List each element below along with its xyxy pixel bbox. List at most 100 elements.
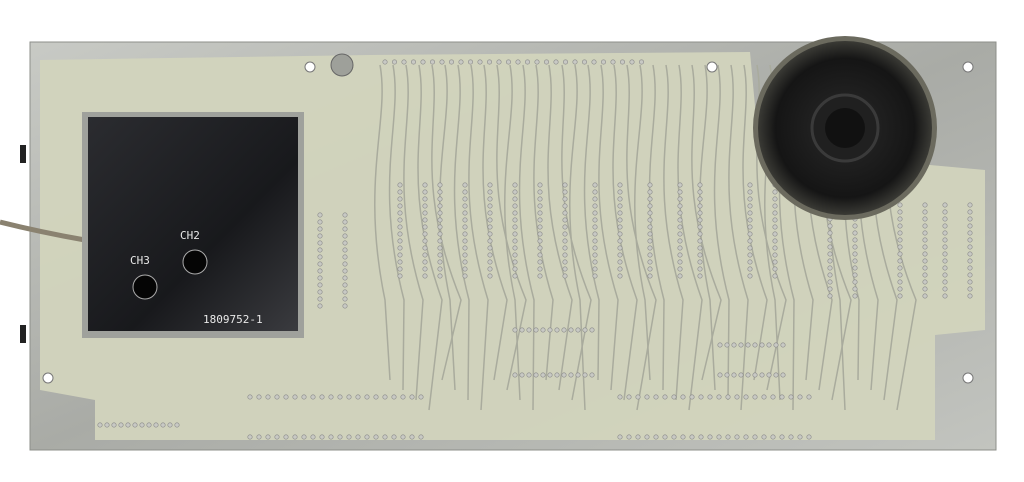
solder-pad [638,59,644,65]
solder-pad [422,224,428,230]
solder-pad [942,237,948,243]
solder-pad [922,258,928,264]
solder-pad [827,293,833,299]
solder-pad [562,182,568,188]
solder-pad [772,217,778,223]
solder-pad [779,434,785,440]
solder-pad [697,224,703,230]
solder-pad [967,279,973,285]
solder-pad [680,394,686,400]
solder-pad [747,203,753,209]
solder-pad [317,247,323,253]
solder-pad [852,251,858,257]
trace [374,64,391,381]
solder-pad [647,210,653,216]
solder-pad [852,223,858,229]
solder-pad [562,252,568,258]
solder-pad [512,266,518,272]
solder-pad [292,394,298,400]
solder-pad [697,273,703,279]
side-button [20,325,26,343]
solder-pad [247,434,253,440]
solder-pad [526,372,532,378]
solder-pad [397,189,403,195]
solder-pad [543,59,549,65]
solder-pad [422,217,428,223]
solder-pad [772,238,778,244]
solder-pad [487,189,493,195]
solder-pad [967,230,973,236]
solder-pad [487,196,493,202]
solder-pad [437,203,443,209]
solder-pad [788,394,794,400]
solder-pad [462,238,468,244]
solder-pad [537,273,543,279]
solder-pad [283,394,289,400]
solder-pad [582,327,588,333]
solder-pad [111,422,117,428]
solder-pad [752,342,758,348]
solder-pad [942,244,948,250]
solder-pad [487,231,493,237]
solder-pad [274,434,280,440]
solder-pad [422,189,428,195]
solder-pad [512,189,518,195]
solder-pad [422,203,428,209]
solder-pad [486,59,492,65]
solder-pad [174,422,180,428]
solder-pad [562,245,568,251]
solder-pad [942,230,948,236]
solder-pad [747,259,753,265]
solder-pad [382,434,388,440]
solder-pad [852,265,858,271]
solder-pad [697,238,703,244]
solder-pad [922,202,928,208]
solder-pad [592,252,598,258]
solder-pad [922,244,928,250]
solder-pad [97,422,103,428]
solder-pad [519,372,525,378]
solder-pad [852,272,858,278]
solder-pad [626,394,632,400]
solder-pad [647,245,653,251]
solder-pad [617,266,623,272]
solder-pad [537,210,543,216]
solder-pad [591,59,597,65]
solder-pad [752,394,758,400]
solder-pad [766,372,772,378]
solder-pad [671,394,677,400]
solder-pad [310,394,316,400]
solder-pad [922,251,928,257]
trace [468,64,489,411]
ch3-hole [132,274,158,300]
solder-pad [897,272,903,278]
solder-pad [770,394,776,400]
solder-pad [922,279,928,285]
solder-pad [462,266,468,272]
solder-pad [827,237,833,243]
solder-pad [437,231,443,237]
solder-pad [342,296,348,302]
solder-pad [537,238,543,244]
solder-pad [725,434,731,440]
solder-pad [437,273,443,279]
solder-pad [364,394,370,400]
solder-pad [967,202,973,208]
solder-pad [562,189,568,195]
solder-pad [512,182,518,188]
solder-pad [342,226,348,232]
solder-pad [487,203,493,209]
solder-pad [897,286,903,292]
solder-pad [967,293,973,299]
solder-pad [592,245,598,251]
solder-pad [647,266,653,272]
solder-pad [437,259,443,265]
solder-pad [647,217,653,223]
trace [699,64,716,391]
solder-pad [734,394,740,400]
solder-pad [462,231,468,237]
solder-pad [534,59,540,65]
solder-pad [487,266,493,272]
solder-pad [662,394,668,400]
solder-pad [397,238,403,244]
